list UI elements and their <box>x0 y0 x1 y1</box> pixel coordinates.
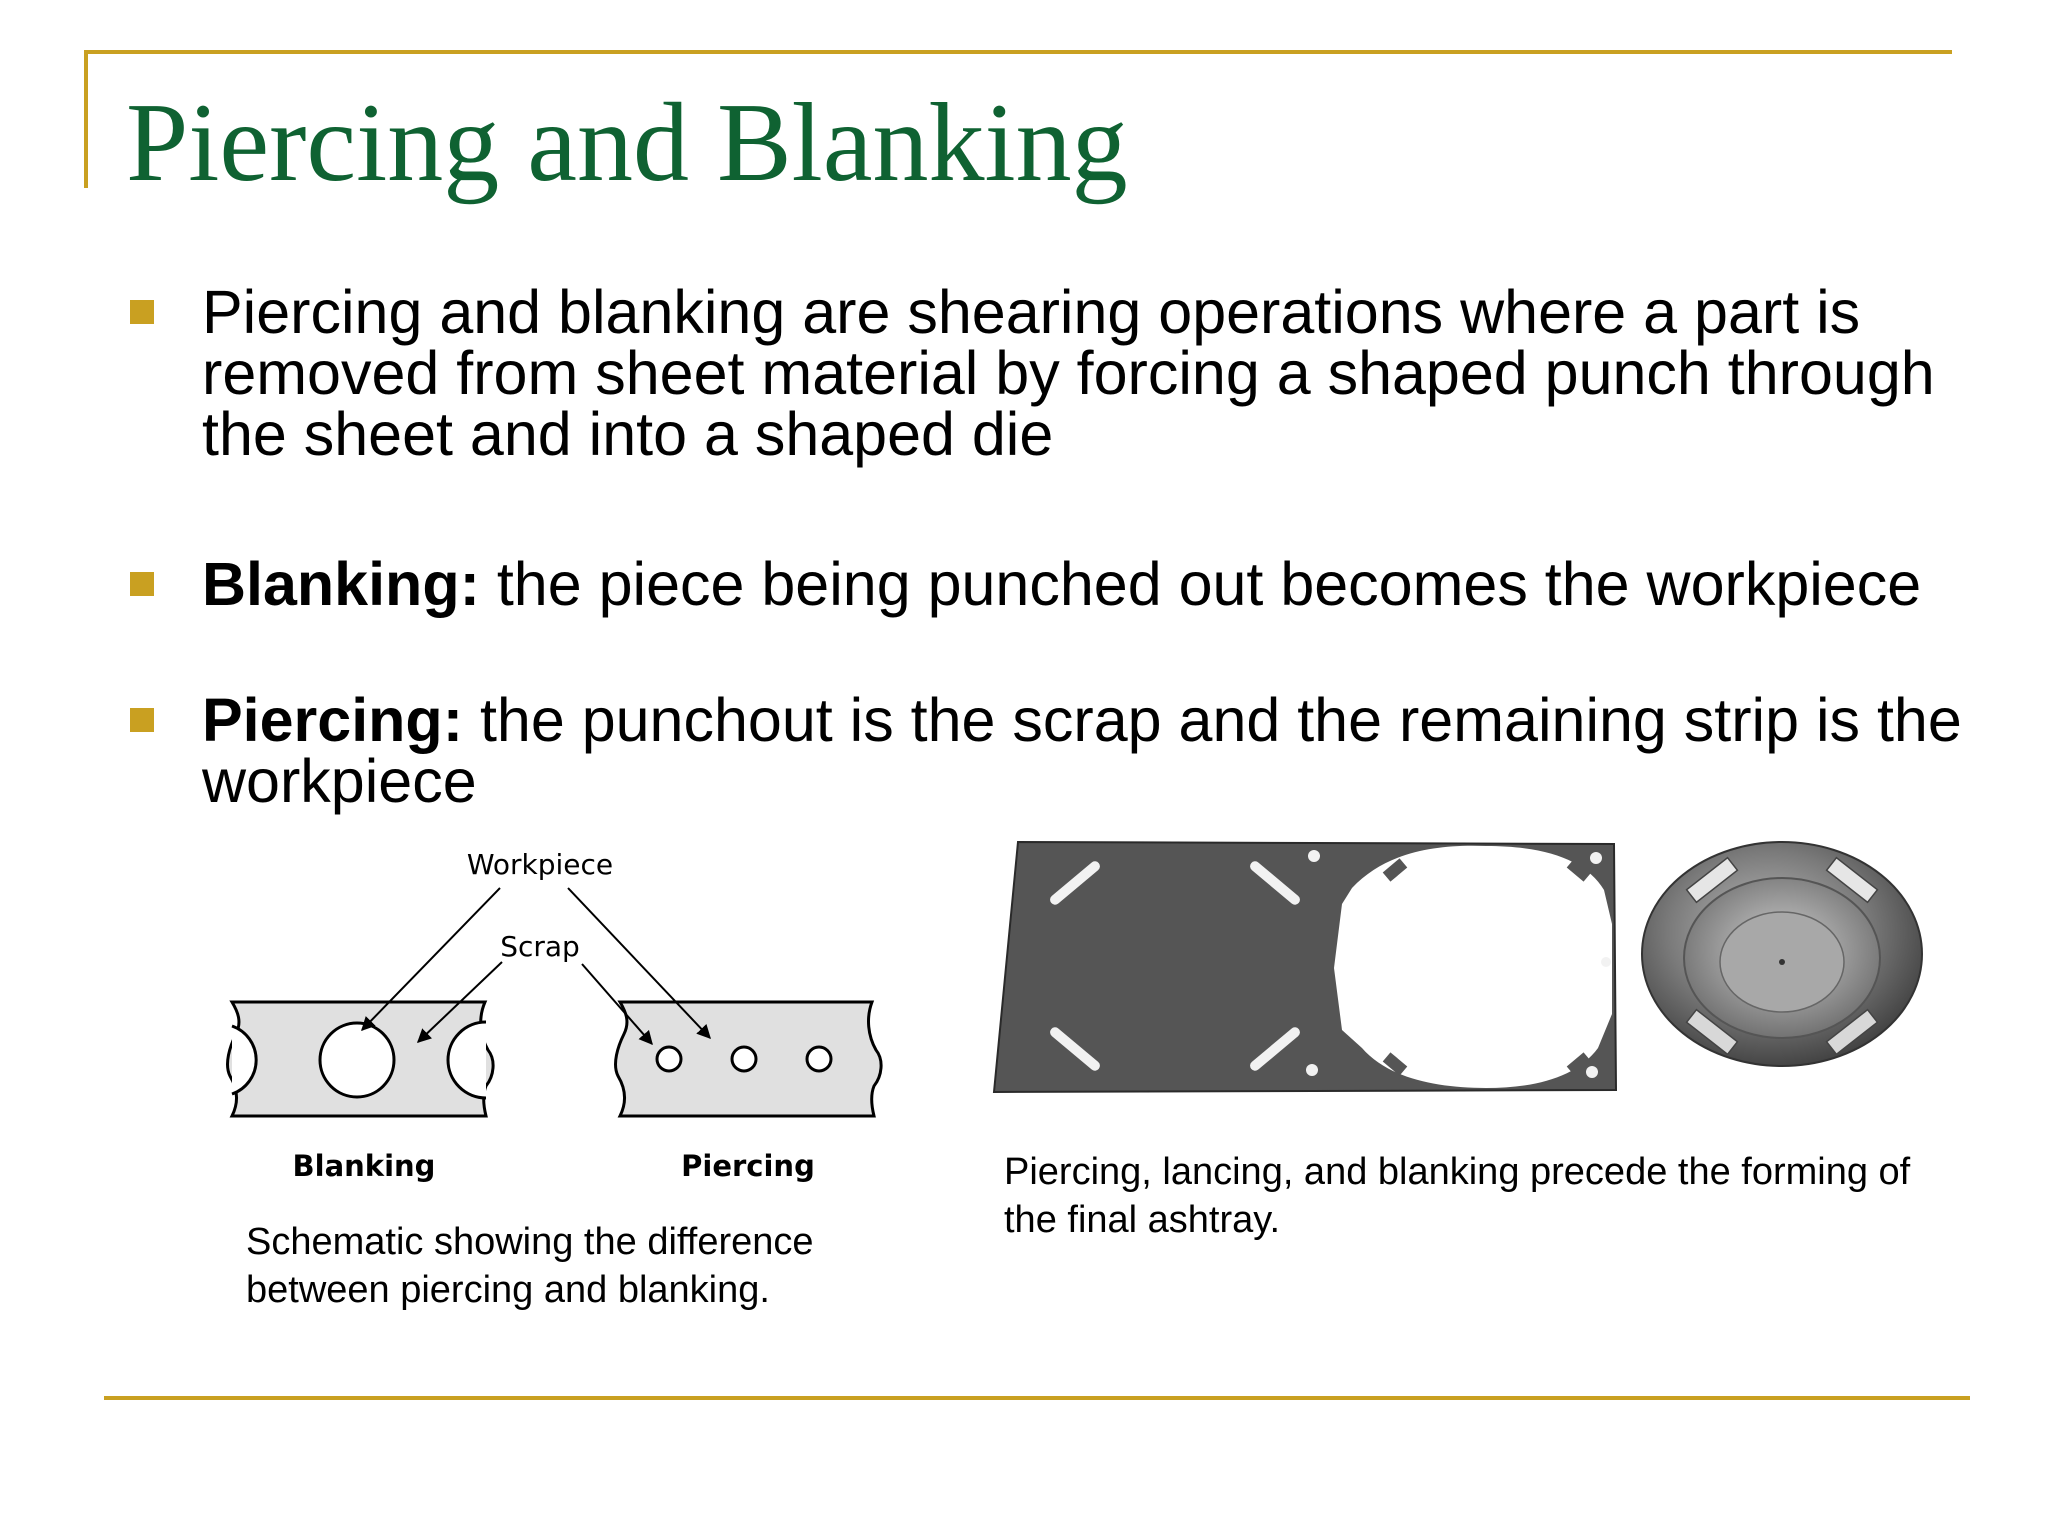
opening-notch <box>1382 858 1408 882</box>
lance-slot <box>1050 1027 1100 1071</box>
lance-slot <box>1050 861 1100 905</box>
blanking-hole-left-partial <box>231 1024 258 1096</box>
cigarette-rest <box>1825 856 1879 904</box>
lance-slot <box>1250 1027 1300 1071</box>
schematic-diagram: Workpiece Scrap Blanking Piercing <box>226 848 883 1183</box>
ashtray-photo <box>986 834 1926 1100</box>
opening-notch <box>1566 858 1592 882</box>
slide-title: Piercing and Blanking <box>126 81 1128 205</box>
bullet-text: Piercing: the punchout is the scrap and … <box>202 690 1962 812</box>
bullet-text: Blanking: the piece being punched out be… <box>202 554 1962 615</box>
pierced-hole <box>1590 852 1602 864</box>
blanking-label: Blanking <box>293 1149 436 1183</box>
bullet-square-icon <box>130 300 154 324</box>
lance-slot <box>1250 861 1300 905</box>
scrap-arrow-right <box>581 963 653 1046</box>
piercing-hole-1 <box>655 1045 683 1073</box>
bullet-body: the piece being punched out becomes the … <box>479 550 1922 618</box>
workpiece-arrow-left <box>361 887 501 1032</box>
bullet-text: Piercing and blanking are shearing opera… <box>202 282 1962 465</box>
workpiece-label: Workpiece <box>467 848 613 881</box>
bullet-square-icon <box>130 708 154 732</box>
piercing-hole-3 <box>805 1045 833 1073</box>
cigarette-rest <box>1825 1008 1879 1056</box>
bottom-rule <box>104 1396 1970 1400</box>
scrap-label: Scrap <box>500 930 580 963</box>
bullet-body: Piercing and blanking are shearing opera… <box>202 278 1935 468</box>
schematic-caption: Schematic showing the difference between… <box>246 1221 814 1311</box>
blank-opening <box>1334 845 1612 1088</box>
opening-notch <box>1566 1052 1592 1076</box>
bullet-body: the punchout is the scrap and the remain… <box>202 686 1962 815</box>
blanking-hole <box>318 1021 396 1099</box>
cigarette-rest <box>1685 856 1739 904</box>
blanking-hole-right-partial <box>446 1020 487 1100</box>
ashtray-center <box>1779 959 1785 965</box>
cigarette-rest <box>1685 1008 1739 1056</box>
left-rule <box>84 50 88 188</box>
piercing-label: Piercing <box>681 1149 815 1183</box>
bullet-term: Blanking: <box>202 550 480 618</box>
bullet-square-icon <box>130 572 154 596</box>
pierced-hole <box>1306 1064 1318 1076</box>
pierced-hole <box>1601 957 1611 967</box>
top-rule <box>84 50 1952 54</box>
pierced-hole <box>1308 850 1320 862</box>
schematic-figure: Workpiece Scrap Blanking Piercing <box>220 840 900 1200</box>
ashtray-photo-drawing <box>992 840 1923 1094</box>
workpiece-arrow-right <box>567 887 711 1040</box>
piercing-hole-2 <box>730 1045 758 1073</box>
bullet-term: Piercing: <box>202 686 464 754</box>
photo-caption: Piercing, lancing, and blanking precede … <box>1004 1151 1911 1241</box>
pierced-hole <box>1586 1066 1598 1078</box>
scrap-arrow-left <box>416 961 503 1043</box>
opening-notch <box>1382 1052 1408 1076</box>
